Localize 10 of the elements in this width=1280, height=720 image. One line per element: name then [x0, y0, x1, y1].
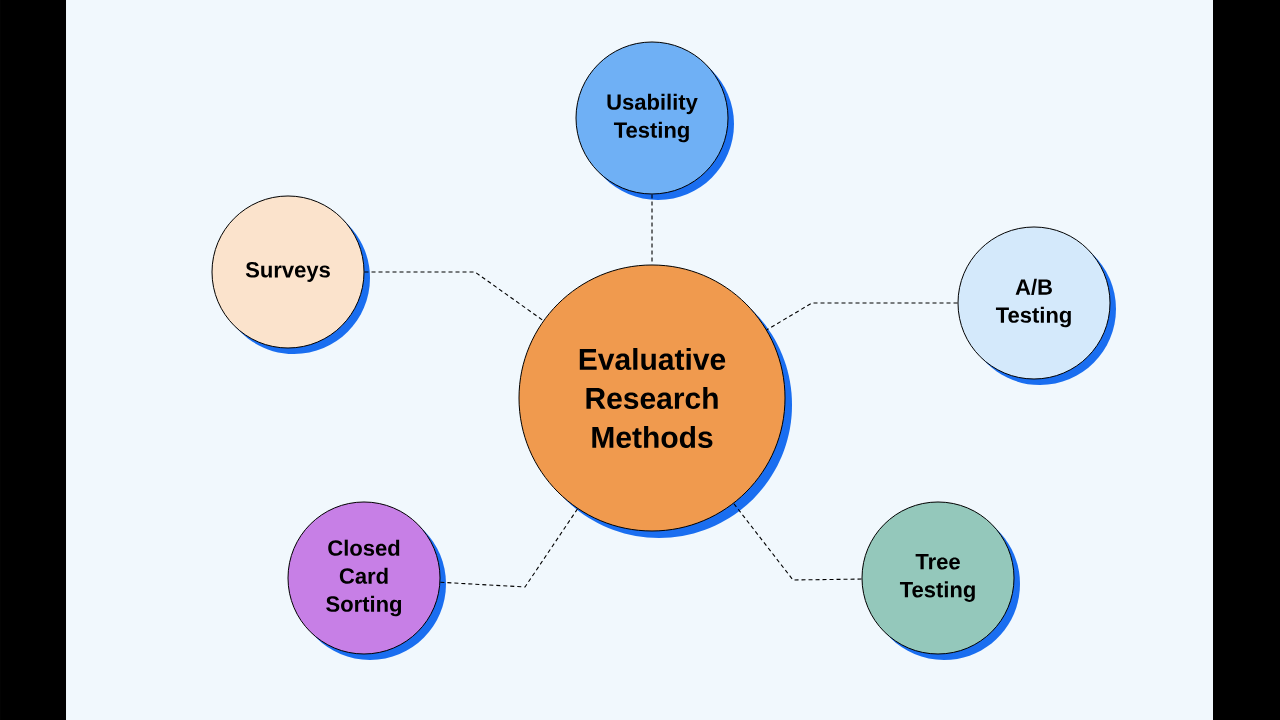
circle-node: Tree Testing [861, 501, 1020, 660]
dashed-connector [439, 508, 579, 588]
circle-node: Surveys [211, 195, 370, 354]
circle-node: Usability Testing [575, 41, 734, 200]
dashed-connector [363, 271, 544, 322]
circle-node: Closed Card Sorting [287, 501, 446, 660]
circle-node: A/B Testing [957, 226, 1116, 385]
dashed-connector [766, 302, 959, 331]
circle-node: Evaluative Research Methods [518, 264, 792, 538]
dashed-connector [733, 502, 863, 581]
